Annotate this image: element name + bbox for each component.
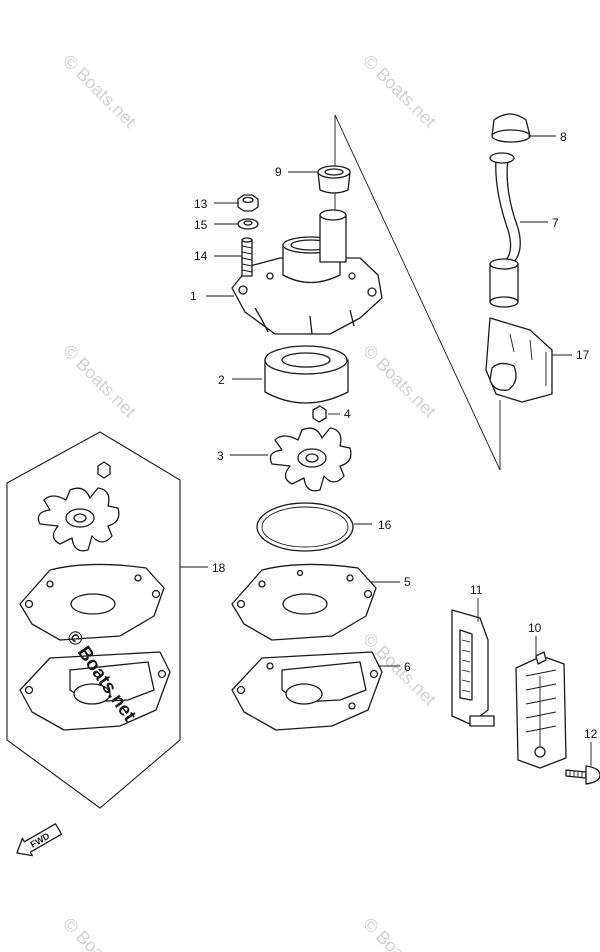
watermarks: © Boats.net © Boats.net © Boats.net © Bo… [59,51,440,952]
callout-7: 7 [552,216,559,230]
watermark: © Boats.net [359,914,440,952]
callout-18: 18 [212,561,226,575]
screw [565,765,600,785]
watermark: © Boats.net [59,51,140,132]
grommet [317,165,351,194]
callout-1: 1 [190,289,197,303]
callout-numbers: 1 2 3 4 5 6 7 8 9 10 11 12 13 14 15 16 1… [190,130,598,741]
strainer-cover [515,651,567,769]
repair-kit-group [6,431,181,809]
leader-lines [180,135,592,766]
callout-12: 12 [584,727,598,741]
washer [237,218,259,230]
o-ring [256,502,354,552]
water-tube [489,152,521,308]
callout-6: 6 [404,660,411,674]
fwd-arrow: FWD [16,823,63,857]
pump-plate [231,651,383,731]
watermark: © Boats.net [59,914,140,952]
callout-11: 11 [470,583,483,597]
callout-10: 10 [528,621,542,635]
watermark: © Boats.net [59,341,140,422]
callout-9: 9 [275,165,282,179]
pump-case [231,209,383,335]
callout-4: 4 [344,407,351,421]
callout-15: 15 [194,218,208,232]
callout-5: 5 [404,575,411,589]
tube-cap [491,113,531,143]
watermark: © Boats.net [359,341,440,422]
tube-seal [485,317,553,403]
callout-13: 13 [194,197,208,211]
impeller-key [312,405,327,423]
callout-16: 16 [378,518,392,532]
callout-14: 14 [194,249,208,263]
stud-bolt [241,237,253,277]
watermark: © Boats.net [359,51,440,132]
nut [237,194,259,212]
impeller [269,427,352,492]
strainer [451,609,495,727]
callout-3: 3 [217,449,224,463]
callout-8: 8 [560,130,567,144]
callout-17: 17 [576,348,590,362]
callout-2: 2 [218,373,225,387]
pump-liner [264,345,349,404]
upper-gasket [231,563,377,641]
